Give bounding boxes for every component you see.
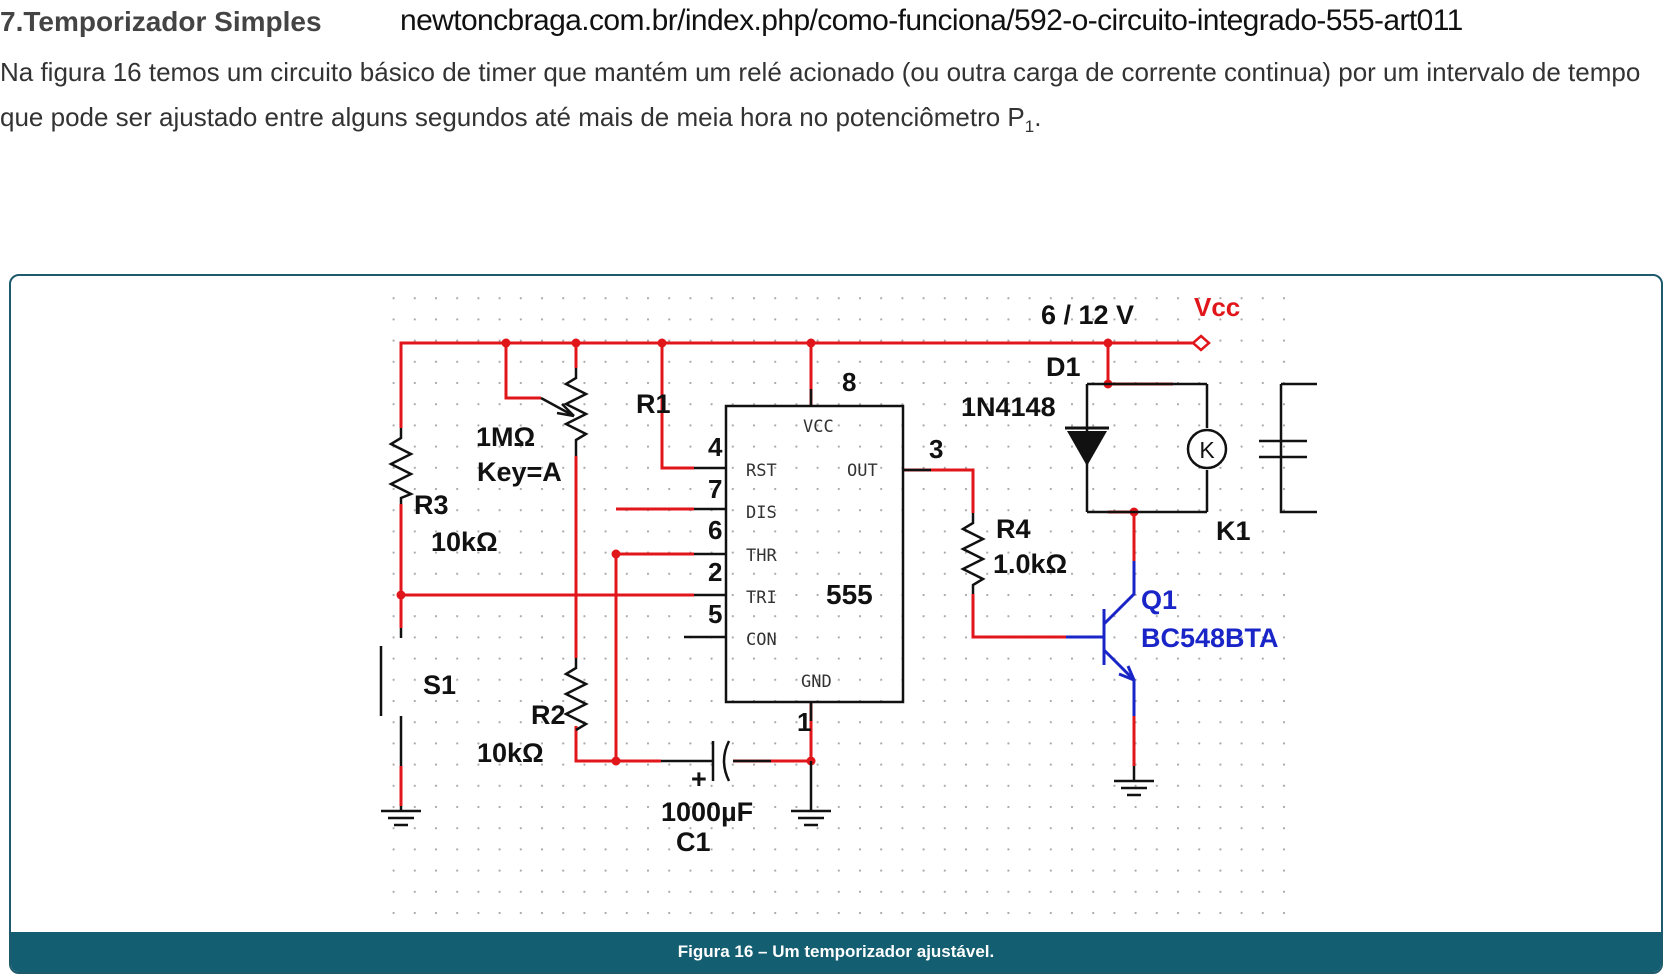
- pin-1-number: 1: [797, 707, 811, 737]
- ic-name: 555: [826, 579, 873, 610]
- r4-value-label: 1.0kΩ: [993, 549, 1067, 579]
- ground-c1: [791, 761, 831, 827]
- potentiometer-r1: [563, 368, 589, 456]
- resistor-r4: [960, 513, 986, 594]
- ground-q1: [1114, 766, 1154, 797]
- k1-name-label: K1: [1216, 516, 1251, 546]
- c1-value-label: 1000µF: [661, 797, 753, 827]
- pin-8-number: 8: [842, 367, 856, 397]
- ic-pin-out: OUT: [847, 461, 878, 481]
- circuit-schematic: K 6 / 12 V Vcc D1 1N4148 8 4 7 6 2 5 3 1…: [379, 292, 1317, 936]
- section-heading: 7.Temporizador Simples: [0, 6, 322, 37]
- vcc-terminal: [1191, 334, 1211, 352]
- ic-pin-gnd: GND: [801, 672, 832, 692]
- supply-voltage-label: 6 / 12 V: [1041, 300, 1134, 330]
- s1-name-label: S1: [423, 670, 456, 700]
- resistor-r3: [388, 428, 415, 504]
- resistor-r2: [563, 658, 589, 732]
- pin-2-number: 2: [708, 557, 722, 587]
- r3-value-label: 10kΩ: [431, 527, 498, 557]
- transistor-q1: [1066, 561, 1136, 716]
- vcc-label: Vcc: [1194, 292, 1240, 322]
- r2-value-label: 10kΩ: [477, 738, 544, 768]
- r1-key-label: Key=A: [477, 457, 562, 487]
- paragraph-text: Na figura 16 temos um circuito básico de…: [0, 57, 1641, 132]
- figure-frame: K 6 / 12 V Vcc D1 1N4148 8 4 7 6 2 5 3 1…: [9, 274, 1663, 974]
- pin-5-number: 5: [708, 599, 722, 629]
- ic-pin-dis: DIS: [746, 503, 777, 523]
- r1-name-label: R1: [636, 389, 671, 419]
- ic-pin-tri: TRI: [746, 588, 777, 608]
- capacitor-c1: [661, 741, 771, 781]
- paragraph-end: .: [1034, 102, 1042, 132]
- ic-pin-con: CON: [746, 630, 777, 650]
- ic-pin-rst: RST: [746, 461, 777, 481]
- switch-s1: [379, 628, 403, 766]
- r4-name-label: R4: [996, 514, 1031, 544]
- c1-name-label: C1: [676, 827, 711, 857]
- diode-d1: [1065, 426, 1109, 466]
- pin-7-number: 7: [708, 474, 722, 504]
- ground-s1: [381, 806, 421, 827]
- r2-name-label: R2: [531, 700, 566, 730]
- r3-name-label: R3: [414, 490, 449, 520]
- ic-pin-vcc: VCC: [803, 417, 834, 437]
- source-url: newtoncbraga.com.br/index.php/como-funci…: [400, 4, 1463, 37]
- paragraph-subscript: 1: [1024, 117, 1035, 137]
- r1-value-label: 1MΩ: [476, 422, 535, 452]
- q1-name-label: Q1: [1141, 585, 1177, 615]
- relay-coil-k1: [1186, 428, 1228, 470]
- q1-value-label: BC548BTA: [1141, 623, 1279, 653]
- pin-3-number: 3: [929, 434, 943, 464]
- description-paragraph: Na figura 16 temos um circuito básico de…: [0, 50, 1660, 149]
- relay-contacts-k1: [1259, 382, 1317, 514]
- figure-caption: Figura 16 – Um temporizador ajustável.: [11, 932, 1661, 972]
- schematic-grid: [379, 294, 1297, 936]
- d1-name-label: D1: [1046, 352, 1081, 382]
- pin-4-number: 4: [708, 432, 723, 462]
- d1-value-label: 1N4148: [961, 392, 1056, 422]
- c1-polarity-label: +: [691, 764, 707, 794]
- ic-pin-thr: THR: [746, 546, 777, 566]
- pin-6-number: 6: [708, 515, 722, 545]
- relay-coil-letter: K: [1199, 437, 1215, 463]
